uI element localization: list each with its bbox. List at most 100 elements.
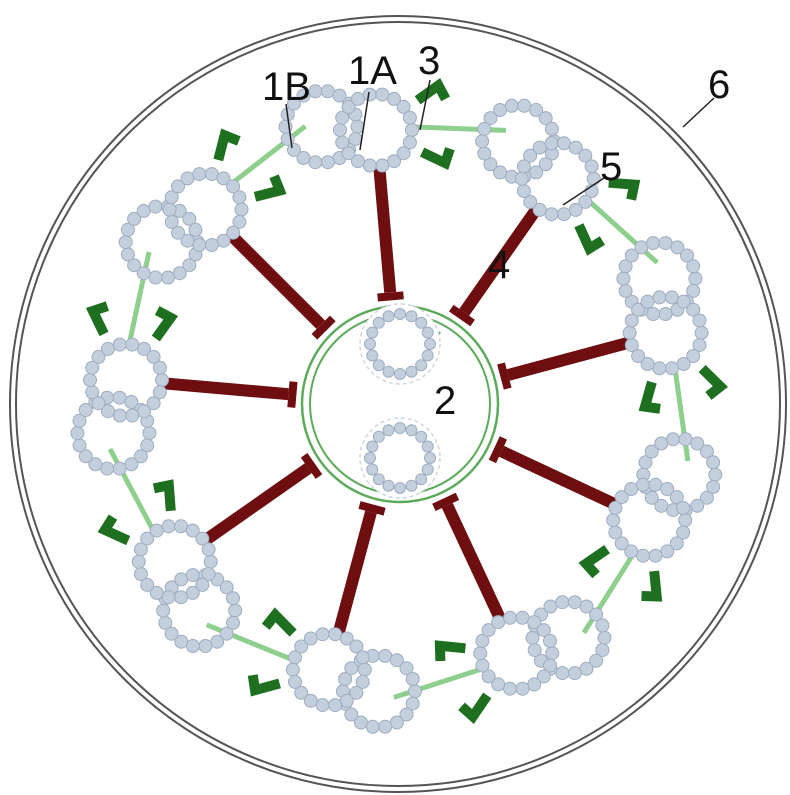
a-tubule <box>84 338 169 422</box>
dynein-arm <box>218 135 239 160</box>
tubule-bead <box>558 137 571 150</box>
tubule-bead <box>119 236 132 249</box>
tubule-bead <box>388 155 401 168</box>
tubule-bead <box>580 662 593 675</box>
tubule-bead <box>175 591 188 604</box>
tubule-bead <box>395 423 406 434</box>
central-microtubule <box>360 304 440 384</box>
tubule-bead <box>366 720 379 733</box>
tubule-bead <box>379 720 392 733</box>
tubule-bead <box>281 133 294 146</box>
tubule-bead <box>316 699 329 712</box>
tubule-bead <box>659 237 672 250</box>
tubule-bead <box>150 524 163 537</box>
tubule-bead <box>316 628 329 641</box>
tubule-bead <box>356 651 369 664</box>
tubule-bead <box>351 120 364 133</box>
tubule-bead <box>649 478 662 491</box>
tubule-bead <box>504 682 517 695</box>
tubule-bead <box>422 327 433 338</box>
central-microtubule <box>360 418 440 498</box>
tubule-bead <box>186 569 199 582</box>
tubule-bead <box>395 483 406 494</box>
tubule-bead <box>637 478 650 491</box>
tubule-bead <box>558 208 571 221</box>
tubule-bead <box>71 427 84 440</box>
label-1a: 1A <box>348 49 397 93</box>
tubule-bead <box>474 647 487 660</box>
tubule-bead <box>132 555 145 568</box>
tubule-bead <box>367 350 378 361</box>
tubule-bead <box>143 427 156 440</box>
tubule-bead <box>689 272 702 285</box>
dynein-arm <box>418 85 446 100</box>
tubule-bead <box>545 137 558 150</box>
tubule-bead <box>505 99 518 112</box>
tubule-bead <box>227 592 240 605</box>
b-tubule <box>526 596 611 680</box>
tubule-bead <box>367 327 378 338</box>
radial-spoke <box>447 506 501 621</box>
tubule-bead <box>416 431 427 442</box>
tubule-bead <box>395 309 406 320</box>
outer-doublet <box>132 520 242 653</box>
tubule-bead <box>162 591 175 604</box>
tubule-bead <box>367 441 378 452</box>
tubule-bead <box>403 111 416 124</box>
tubule-bead <box>406 480 417 491</box>
label-4: 4 <box>488 243 510 287</box>
tubule-bead <box>217 234 230 247</box>
tubule-bead <box>707 456 720 469</box>
tubule-bead <box>568 667 581 680</box>
tubule-bead <box>383 425 394 436</box>
a-tubule <box>163 168 248 252</box>
dynein-arm <box>579 225 603 248</box>
tubule-bead <box>659 308 672 321</box>
tubule-bead <box>163 203 176 216</box>
radial-spoke <box>502 451 617 505</box>
outer-doublet <box>71 338 169 475</box>
tubule-bead <box>528 644 541 657</box>
tubule-bead <box>544 634 557 647</box>
radial-spoke <box>231 235 321 325</box>
dynein-arm <box>462 695 488 716</box>
tubule-bead <box>476 135 489 148</box>
tubule-bead <box>113 391 126 404</box>
tubule-bead <box>544 600 557 613</box>
tubule-bead <box>416 474 427 485</box>
label-1b: 1B <box>262 65 311 109</box>
tubule-bead <box>545 208 558 221</box>
b-tubule <box>71 391 156 475</box>
tubule-bead <box>289 675 302 688</box>
tubule-bead <box>383 311 394 322</box>
radial-spoke <box>162 383 289 394</box>
tubule-bead <box>406 425 417 436</box>
outer-doublet <box>607 433 722 563</box>
tubule-bead <box>229 604 242 617</box>
radial-spoke <box>379 166 390 293</box>
a-tubule <box>334 88 419 172</box>
tubule-bead <box>173 267 186 280</box>
tubule-bead <box>204 555 217 568</box>
nexin-link <box>587 199 657 262</box>
tubule-bead <box>518 99 531 112</box>
label-3: 3 <box>418 39 440 83</box>
tubule-bead <box>202 543 215 556</box>
tubule-bead <box>585 160 598 173</box>
dynein-arm <box>154 485 171 511</box>
dynein-arm <box>156 311 171 339</box>
tubule-bead <box>516 611 529 624</box>
tubule-bead <box>235 203 248 216</box>
outer-doublet <box>119 168 248 284</box>
tubule-bead <box>309 156 322 169</box>
tubule-bead <box>121 248 134 261</box>
radial-spoke <box>338 512 371 635</box>
tubule-bead <box>516 682 529 695</box>
tubule-bead <box>304 632 317 645</box>
tubule-bead <box>334 124 347 137</box>
tubule-bead <box>619 284 632 297</box>
tubule-bead <box>149 271 162 284</box>
tubule-bead <box>406 124 419 137</box>
tubule-bead <box>406 366 417 377</box>
tubule-bead <box>175 573 188 586</box>
